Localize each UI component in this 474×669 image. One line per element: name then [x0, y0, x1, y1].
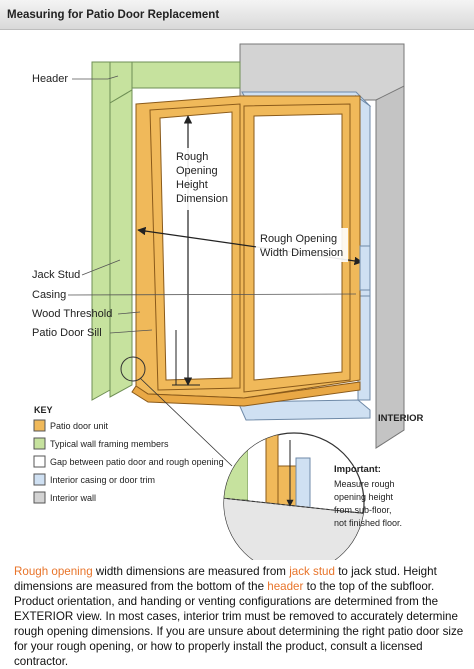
- important-line-4: not finished floor.: [334, 518, 402, 528]
- door-sill: [131, 381, 361, 407]
- rough-opening-height-text-1: Rough: [176, 151, 208, 163]
- rough-opening-width-label: Rough Opening Width Dimension: [256, 228, 348, 262]
- label-jack-stud: Jack Stud: [32, 269, 80, 281]
- rough-opening-height-text-4: Dimension: [176, 193, 228, 205]
- patio-door-diagram: Rough Opening Height Dimension Rough Ope…: [32, 43, 424, 560]
- important-line-3: from sub-floor,: [334, 505, 392, 515]
- title-bar: Measuring for Patio Door Replacement: [0, 0, 474, 30]
- interior-wall-face: [375, 85, 405, 449]
- caption-text-3: to the top of the subfloor. Product orie…: [14, 580, 464, 668]
- key-swatch-gap: [33, 455, 46, 468]
- key-swatch-door: [33, 419, 46, 432]
- caption-rough-opening: Rough opening: [14, 565, 93, 578]
- key-legend: KEY Patio door unit Typical wall framing…: [33, 405, 224, 504]
- label-patio-door-sill: Patio Door Sill: [32, 327, 102, 339]
- caption-header: header: [267, 580, 304, 593]
- label-casing: Casing: [32, 289, 66, 301]
- key-item-wall: Interior wall: [50, 493, 96, 503]
- caption-paragraph: Rough opening width dimensions are measu…: [14, 564, 466, 669]
- rough-opening-height-text-3: Height: [176, 179, 208, 191]
- key-item-casing: Interior casing or door trim: [50, 475, 155, 485]
- label-wood-threshold: Wood Threshold: [32, 308, 112, 320]
- caption-text-2: to jack stud. Height dimensions are meas…: [14, 565, 437, 593]
- key-swatch-framing: [33, 437, 46, 450]
- casing-bottom: [237, 399, 371, 421]
- rough-opening-height-label: Rough Opening Height Dimension: [174, 148, 230, 210]
- rough-opening-width-text-1: Rough Opening: [260, 233, 337, 245]
- detail-inset: [223, 432, 365, 560]
- label-header: Header: [32, 73, 68, 85]
- caption-text-1: width dimensions are measured from: [92, 565, 290, 578]
- jack-stud: [109, 89, 133, 398]
- wall-framing-left: [91, 61, 111, 401]
- important-title: Important:: [334, 464, 381, 475]
- rough-opening-width-text-2: Width Dimension: [260, 247, 343, 259]
- detail-marker-circle: [120, 356, 146, 382]
- key-item-gap: Gap between patio door and rough opening: [50, 457, 224, 467]
- side-bracket: [359, 245, 371, 291]
- key-item-framing: Typical wall framing members: [50, 439, 169, 449]
- key-swatch-wall: [33, 491, 46, 504]
- page-title: Measuring for Patio Door Replacement: [7, 9, 220, 21]
- key-swatch-casing: [33, 473, 46, 486]
- important-note: Important: Measure rough opening height …: [334, 464, 402, 528]
- key-title: KEY: [34, 405, 53, 415]
- important-line-2: opening height: [334, 492, 394, 502]
- rough-opening-height-text-2: Opening: [176, 165, 218, 177]
- caption-jack-stud: jack stud: [289, 565, 335, 578]
- label-interior: INTERIOR: [378, 413, 424, 424]
- important-line-1: Measure rough: [334, 479, 395, 489]
- key-item-door: Patio door unit: [50, 421, 109, 431]
